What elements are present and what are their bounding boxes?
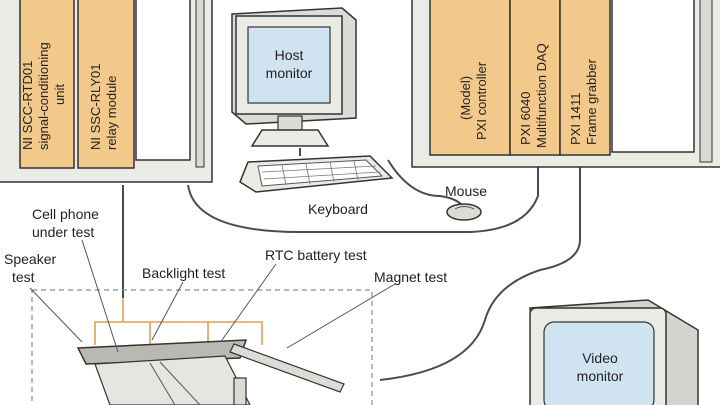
module-scc-rtd01-desc2: unit	[52, 84, 67, 105]
svg-text:(Model): (Model)	[458, 76, 473, 120]
svg-text:relay module: relay module	[104, 76, 119, 150]
cable-framegrabber-to-fixture	[379, 165, 581, 381]
module-pxi1411-label: PXI 1411	[568, 92, 583, 145]
svg-text:NI SCC-RTD01: NI SCC-RTD01	[20, 61, 35, 150]
rtc-battery-label: RTC battery test	[265, 247, 367, 263]
module-pxi1411-desc: Frame grabber	[584, 58, 599, 145]
module-pxi6040-desc: Multifunction DAQ	[534, 43, 549, 148]
pointer-speaker	[29, 287, 83, 343]
cable-keyboard-to-daq	[187, 150, 539, 233]
svg-text:Multifunction DAQ: Multifunction DAQ	[534, 43, 549, 148]
module-pxi-controller-label: PXI controller	[474, 61, 489, 140]
cable-mouse	[387, 159, 463, 206]
host-monitor-label-line1: Host	[275, 47, 304, 63]
svg-text:PXI 1411: PXI 1411	[568, 92, 583, 145]
pointer-rtc	[221, 263, 277, 341]
cell-phone-label-line2: under test	[32, 224, 94, 240]
module-pxi6040-label: PXI 6040	[518, 92, 533, 146]
host-monitor: Host monitor	[231, 7, 357, 147]
keyboard	[239, 155, 394, 193]
module-scc-rtd01-desc: signal-conditioning	[36, 42, 51, 150]
module-ssc-rly01-label: NI SSC-RLY01	[88, 64, 103, 150]
svg-text:NI SSC-RLY01: NI SSC-RLY01	[88, 64, 103, 150]
mouse	[446, 203, 482, 221]
svg-text:unit: unit	[52, 84, 67, 105]
pointer-cellphone	[81, 239, 119, 353]
module-scc-rtd01-label: NI SCC-RTD01	[20, 61, 35, 150]
video-monitor-label-line1: Video	[582, 350, 618, 366]
svg-text:signal-conditioning: signal-conditioning	[36, 42, 51, 150]
speaker-label-line2: test	[12, 269, 35, 285]
backlight-label: Backlight test	[142, 265, 225, 281]
module-pxi-controller-model: (Model)	[458, 76, 473, 120]
keyboard-label: Keyboard	[308, 201, 368, 217]
cell-phone-label-line1: Cell phone	[32, 206, 99, 222]
mouse-label: Mouse	[445, 183, 487, 199]
video-monitor: Video monitor	[529, 299, 699, 405]
svg-text:Frame grabber: Frame grabber	[584, 58, 599, 145]
video-monitor-label-line2: monitor	[577, 368, 624, 384]
speaker-label-line1: Speaker	[4, 251, 56, 267]
svg-text:PXI 6040: PXI 6040	[518, 92, 533, 146]
right-pxi-chassis: (Model) PXI controller PXI 6040 Multifun…	[411, 0, 720, 168]
pointer-backlight	[151, 281, 184, 341]
test-fixture	[31, 289, 373, 405]
pointer-magnet	[286, 283, 396, 349]
svg-text:PXI controller: PXI controller	[474, 61, 489, 140]
module-ssc-rly01-desc: relay module	[104, 76, 119, 150]
host-monitor-label-line2: monitor	[266, 65, 313, 81]
left-pxi-chassis: NI SCC-RTD01 signal-conditioning unit NI…	[0, 0, 213, 183]
magnet-label: Magnet test	[374, 269, 447, 285]
